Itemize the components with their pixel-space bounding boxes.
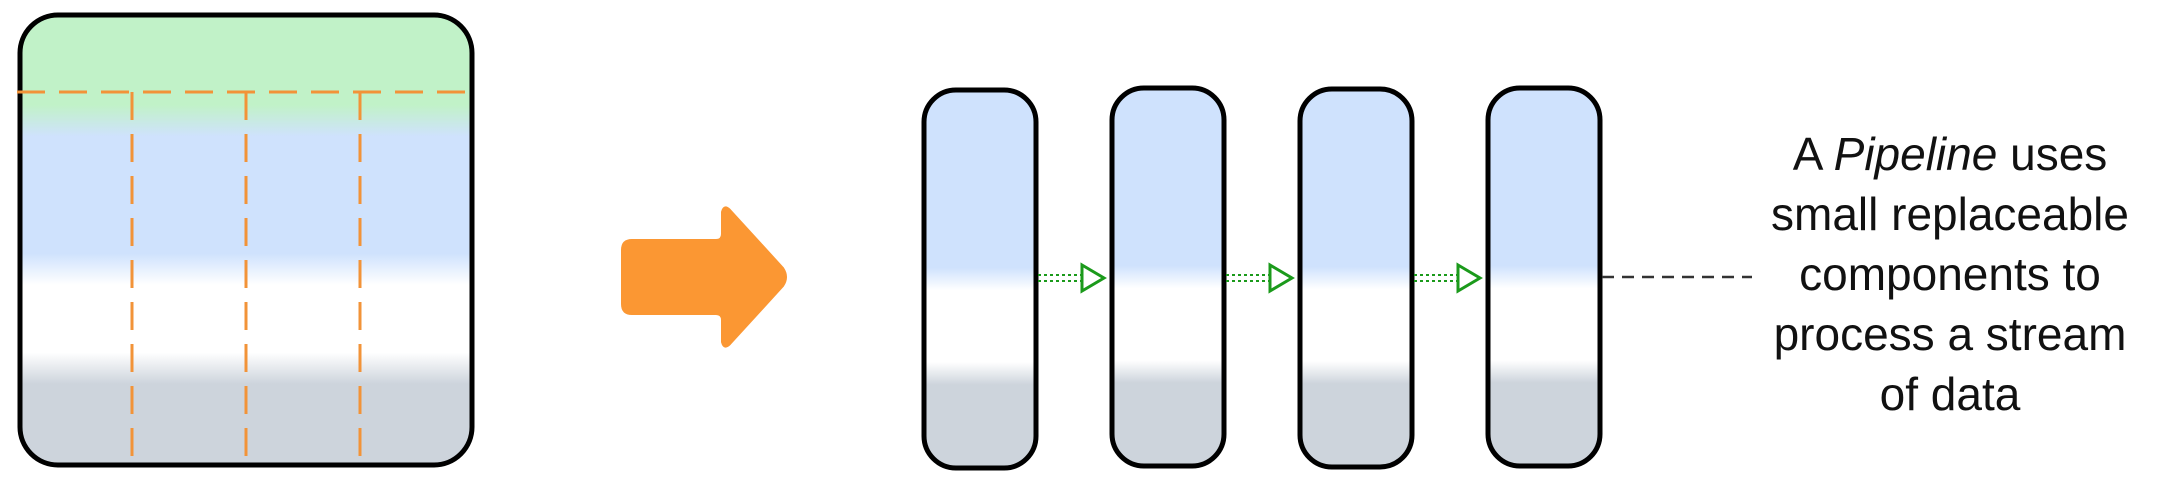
caption-line-1: A Pipeline uses xyxy=(1740,124,2158,184)
caption-line-5: of data xyxy=(1879,368,2021,420)
caption-line-2: small replaceable xyxy=(1771,188,2129,240)
hollow-triangle-arrow-icon xyxy=(1080,262,1107,294)
right-arrow-icon xyxy=(621,206,787,348)
pipeline-component-3 xyxy=(1297,86,1415,470)
flow-arrow-2 xyxy=(1226,262,1295,294)
caption-line-1-prefix: A xyxy=(1792,128,1834,180)
caption-line-1-suffix: uses xyxy=(1997,128,2108,180)
flow-arrow-1 xyxy=(1038,262,1107,294)
caption-pipeline-term: Pipeline xyxy=(1833,128,1998,180)
hollow-triangle-arrow-icon xyxy=(1456,262,1483,294)
pipeline-caption: A Pipeline uses small replaceable compon… xyxy=(1740,124,2158,424)
pipeline-component-2 xyxy=(1109,85,1227,469)
pipeline-component-1 xyxy=(921,87,1039,471)
caption-line-4: process a stream xyxy=(1773,308,2127,360)
flow-arrow-3 xyxy=(1414,262,1483,294)
caption-line-3: components to xyxy=(1799,248,2101,300)
hollow-triangle-arrow-icon xyxy=(1268,262,1295,294)
monolith-split-lines xyxy=(17,90,475,470)
pipeline-component-4 xyxy=(1485,85,1603,469)
